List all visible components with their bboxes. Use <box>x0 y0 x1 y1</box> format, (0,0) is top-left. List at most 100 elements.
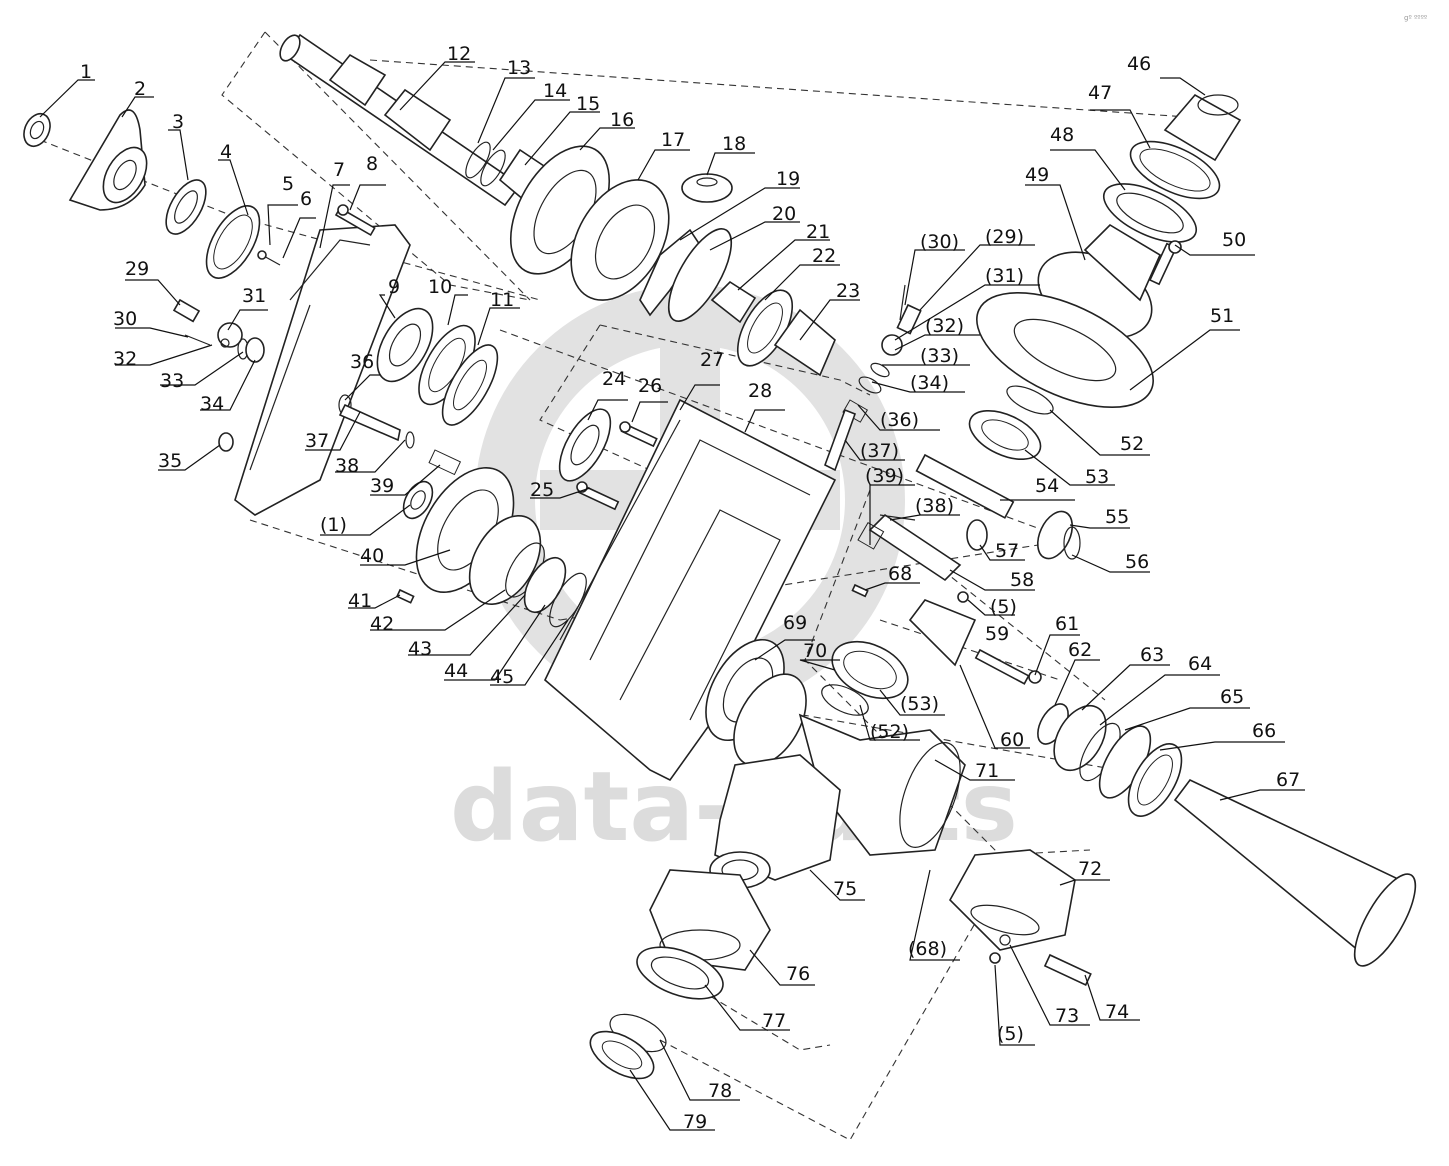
callout-18: 18 <box>722 133 746 155</box>
callout-73: 73 <box>1055 1005 1079 1027</box>
part-screw-5b <box>989 952 1001 964</box>
callout-33: 33 <box>160 370 184 392</box>
callout-55: 55 <box>1105 506 1129 528</box>
callout-69: 69 <box>783 612 807 634</box>
callout-43: 43 <box>408 638 432 660</box>
callout-48: 48 <box>1050 124 1074 146</box>
callout-49: 49 <box>1025 164 1049 186</box>
callout-38: 38 <box>335 455 359 477</box>
callout-22: 22 <box>812 245 836 267</box>
part-shaft-23 <box>773 308 836 377</box>
callout-75: 75 <box>833 878 857 900</box>
part-shaft-37 <box>338 403 401 442</box>
part-nut-1 <box>23 112 51 148</box>
part-shaft-37b <box>824 408 857 472</box>
callout-62: 62 <box>1068 639 1092 661</box>
callout-6: 6 <box>300 188 312 210</box>
callout-15: 15 <box>576 93 600 115</box>
part-gear-4 <box>205 205 261 279</box>
part-seal-63 <box>1053 704 1107 772</box>
callout-2: 2 <box>134 78 146 100</box>
callout-51: 51 <box>1210 305 1234 327</box>
callout-20: 20 <box>772 203 796 225</box>
callout-50: 50 <box>1222 229 1246 251</box>
callout-13: 13 <box>507 57 531 79</box>
part-bolt-26 <box>619 421 658 448</box>
callout-58: 58 <box>1010 569 1034 591</box>
callout-23: 23 <box>836 280 860 302</box>
part-shaft-12 <box>279 33 522 207</box>
part-ring-20 <box>667 228 733 322</box>
part-nut-1b <box>402 480 434 520</box>
callout-70: 70 <box>803 640 827 662</box>
callout-5-ref-b: (5) <box>997 1023 1024 1045</box>
part-bolt-61 <box>974 648 1042 685</box>
part-washer-52b <box>821 684 869 716</box>
part-pin-54 <box>915 453 1015 519</box>
callout-74: 74 <box>1105 1001 1129 1023</box>
callout-35: 35 <box>158 450 182 472</box>
part-sleeve-21 <box>710 280 757 324</box>
callout-37: 37 <box>305 430 329 452</box>
part-ring-45 <box>549 572 587 628</box>
callout-79: 79 <box>683 1111 707 1133</box>
callout-16: 16 <box>610 109 634 131</box>
callout-4: 4 <box>220 141 232 163</box>
part-housing-72 <box>949 849 1076 951</box>
part-shaft-38b <box>879 514 916 521</box>
part-bolt-8 <box>334 204 376 237</box>
callout-61: 61 <box>1055 613 1079 635</box>
part-bearing-48 <box>1102 183 1198 243</box>
part-ring-34b <box>858 376 882 394</box>
part-seal-3 <box>165 179 207 235</box>
callout-36: 36 <box>350 351 374 373</box>
part-valve-29b <box>896 303 922 335</box>
part-washer-56 <box>1063 526 1081 560</box>
part-washer-52 <box>1006 385 1054 415</box>
corner-note: gº ºººº <box>1404 14 1427 22</box>
callout-72: 72 <box>1078 858 1102 880</box>
callout-40: 40 <box>360 545 384 567</box>
callout-31-ref: (31) <box>985 265 1024 287</box>
callout-10: 10 <box>428 276 452 298</box>
part-bolt-50 <box>1148 240 1182 286</box>
part-fork-58 <box>868 513 962 582</box>
callout-60: 60 <box>1000 729 1024 751</box>
callout-21: 21 <box>806 221 830 243</box>
part-spring-39 <box>428 449 462 476</box>
callout-68-ref: (68) <box>908 938 947 960</box>
callout-52-ref: (52) <box>870 721 909 743</box>
callout-44: 44 <box>444 660 468 682</box>
part-bushing-57 <box>966 519 988 551</box>
callout-1: 1 <box>80 61 92 83</box>
part-pin-41 <box>395 588 415 604</box>
callout-14: 14 <box>543 80 567 102</box>
callout-7: 7 <box>333 159 345 181</box>
part-gear-70 <box>831 640 909 700</box>
part-gear-11 <box>441 344 499 426</box>
part-washer-73 <box>999 934 1011 946</box>
callout-19: 19 <box>776 168 800 190</box>
part-pin-30 <box>184 334 211 346</box>
callout-41: 41 <box>348 590 372 612</box>
part-valve-31b <box>881 334 903 356</box>
callout-27: 27 <box>700 349 724 371</box>
part-ringgear-51 <box>976 291 1154 409</box>
part-flange-2 <box>68 109 148 211</box>
callout-12: 12 <box>447 43 471 65</box>
callout-30-ref: (30) <box>920 231 959 253</box>
part-bearing-24 <box>558 408 612 482</box>
part-gear-53 <box>968 409 1042 461</box>
part-ring-13 <box>465 141 491 179</box>
part-bolt-74 <box>1043 953 1092 986</box>
leader-lines <box>39 61 1305 1131</box>
callout-68: 68 <box>888 563 912 585</box>
callout-31: 31 <box>242 285 266 307</box>
callout-53-ref: (53) <box>900 693 939 715</box>
callout-1-ref: (1) <box>320 514 347 536</box>
callout-78: 78 <box>708 1080 732 1102</box>
callout-64: 64 <box>1188 653 1212 675</box>
callout-9: 9 <box>388 276 400 298</box>
callout-34-ref: (34) <box>910 372 949 394</box>
